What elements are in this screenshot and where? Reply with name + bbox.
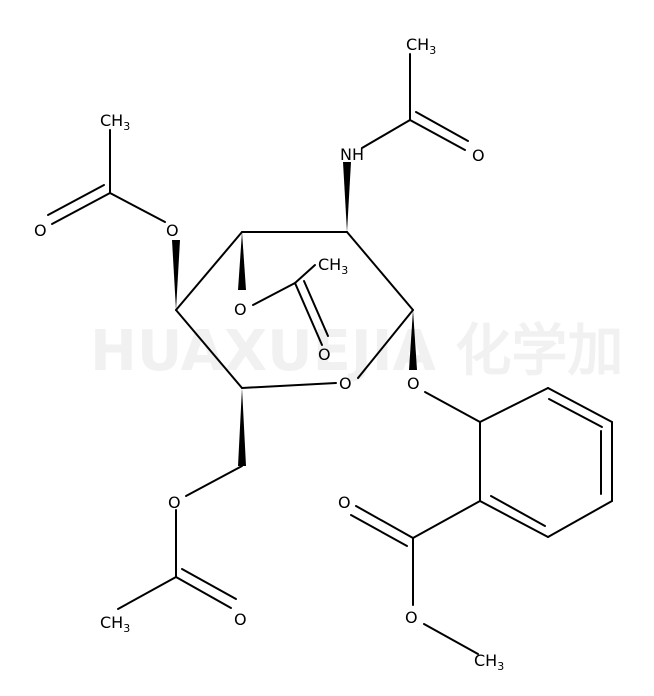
label-o-glycoside: O (407, 374, 420, 393)
bond-c6ester-ch3 (117, 576, 177, 610)
bond-ar5-ar6-inner (490, 495, 546, 527)
bond-c4ester-o-1 (51, 192, 111, 225)
bond-cester-o-2 (350, 514, 408, 547)
label-o-c3-ester: O (234, 300, 247, 319)
bond-c6ester-o-1 (175, 576, 232, 609)
bond-o-c4ester (109, 192, 166, 223)
bond-ar4-ar5 (547, 500, 613, 538)
label-o-methyl-ester: O (405, 608, 418, 627)
bond-o-aryl (424, 391, 481, 423)
wedge-c2-n (343, 162, 351, 232)
label-o-amide: O (472, 146, 485, 165)
bond-ar5-ar6 (479, 500, 549, 538)
bond-oring-c5 (241, 382, 337, 389)
bond-c3ester-ch3 (294, 264, 316, 284)
label-o-c3-carbonyl: O (318, 345, 331, 364)
bond-c3ester-o-2 (303, 280, 329, 337)
bond-c2-c1 (346, 231, 414, 311)
bond-c5-c4 (175, 309, 243, 389)
bond-c6ester-o-2 (181, 568, 237, 600)
bond-oester-ch3 (423, 623, 479, 655)
label-o-ring: O (339, 374, 352, 393)
wedge-c5-c6 (238, 388, 246, 466)
label-ch3-methyl-ester: CH3 (474, 651, 504, 673)
bond-ar1-ar2 (479, 387, 549, 423)
label-ch3-c3: CH3 (318, 255, 348, 277)
bond-n-camide (361, 119, 411, 149)
bond-ar2-ar3-inner (548, 398, 603, 428)
label-o-c4-carbonyl: O (34, 221, 47, 240)
label-o-c6-ester: O (168, 493, 181, 512)
bond-camide-o-1 (409, 119, 466, 151)
bond-c6-o (185, 465, 243, 497)
label-ch3-amide: CH3 (406, 35, 436, 57)
wedge-c3-o (238, 232, 246, 290)
bond-ar2-ar3 (547, 387, 613, 423)
wedge-c4-o (172, 240, 180, 310)
bond-cester-o-1 (355, 505, 414, 539)
label-ch3-c6: CH3 (100, 613, 130, 635)
bond-c4ester-o-2 (47, 184, 105, 216)
watermark: HUAXUEJIA 化学加 (90, 319, 623, 384)
bond-c1-oring (357, 309, 414, 379)
label-ch3-c4: CH3 (100, 111, 130, 133)
label-o-c4-ester: O (166, 221, 179, 240)
wedge-c1-o (409, 310, 417, 370)
bond-c3ester-o-1 (294, 282, 323, 346)
bond-o-c3ester (252, 282, 296, 306)
label-nh: NH (340, 145, 364, 164)
label-o-c6-carbonyl: O (234, 610, 247, 629)
bond-ar6-cester (412, 500, 481, 539)
bond-c4-c3 (175, 231, 243, 311)
label-o-methyl-ester-carbonyl: O (338, 493, 351, 512)
bond-camide-o-2 (415, 111, 469, 142)
